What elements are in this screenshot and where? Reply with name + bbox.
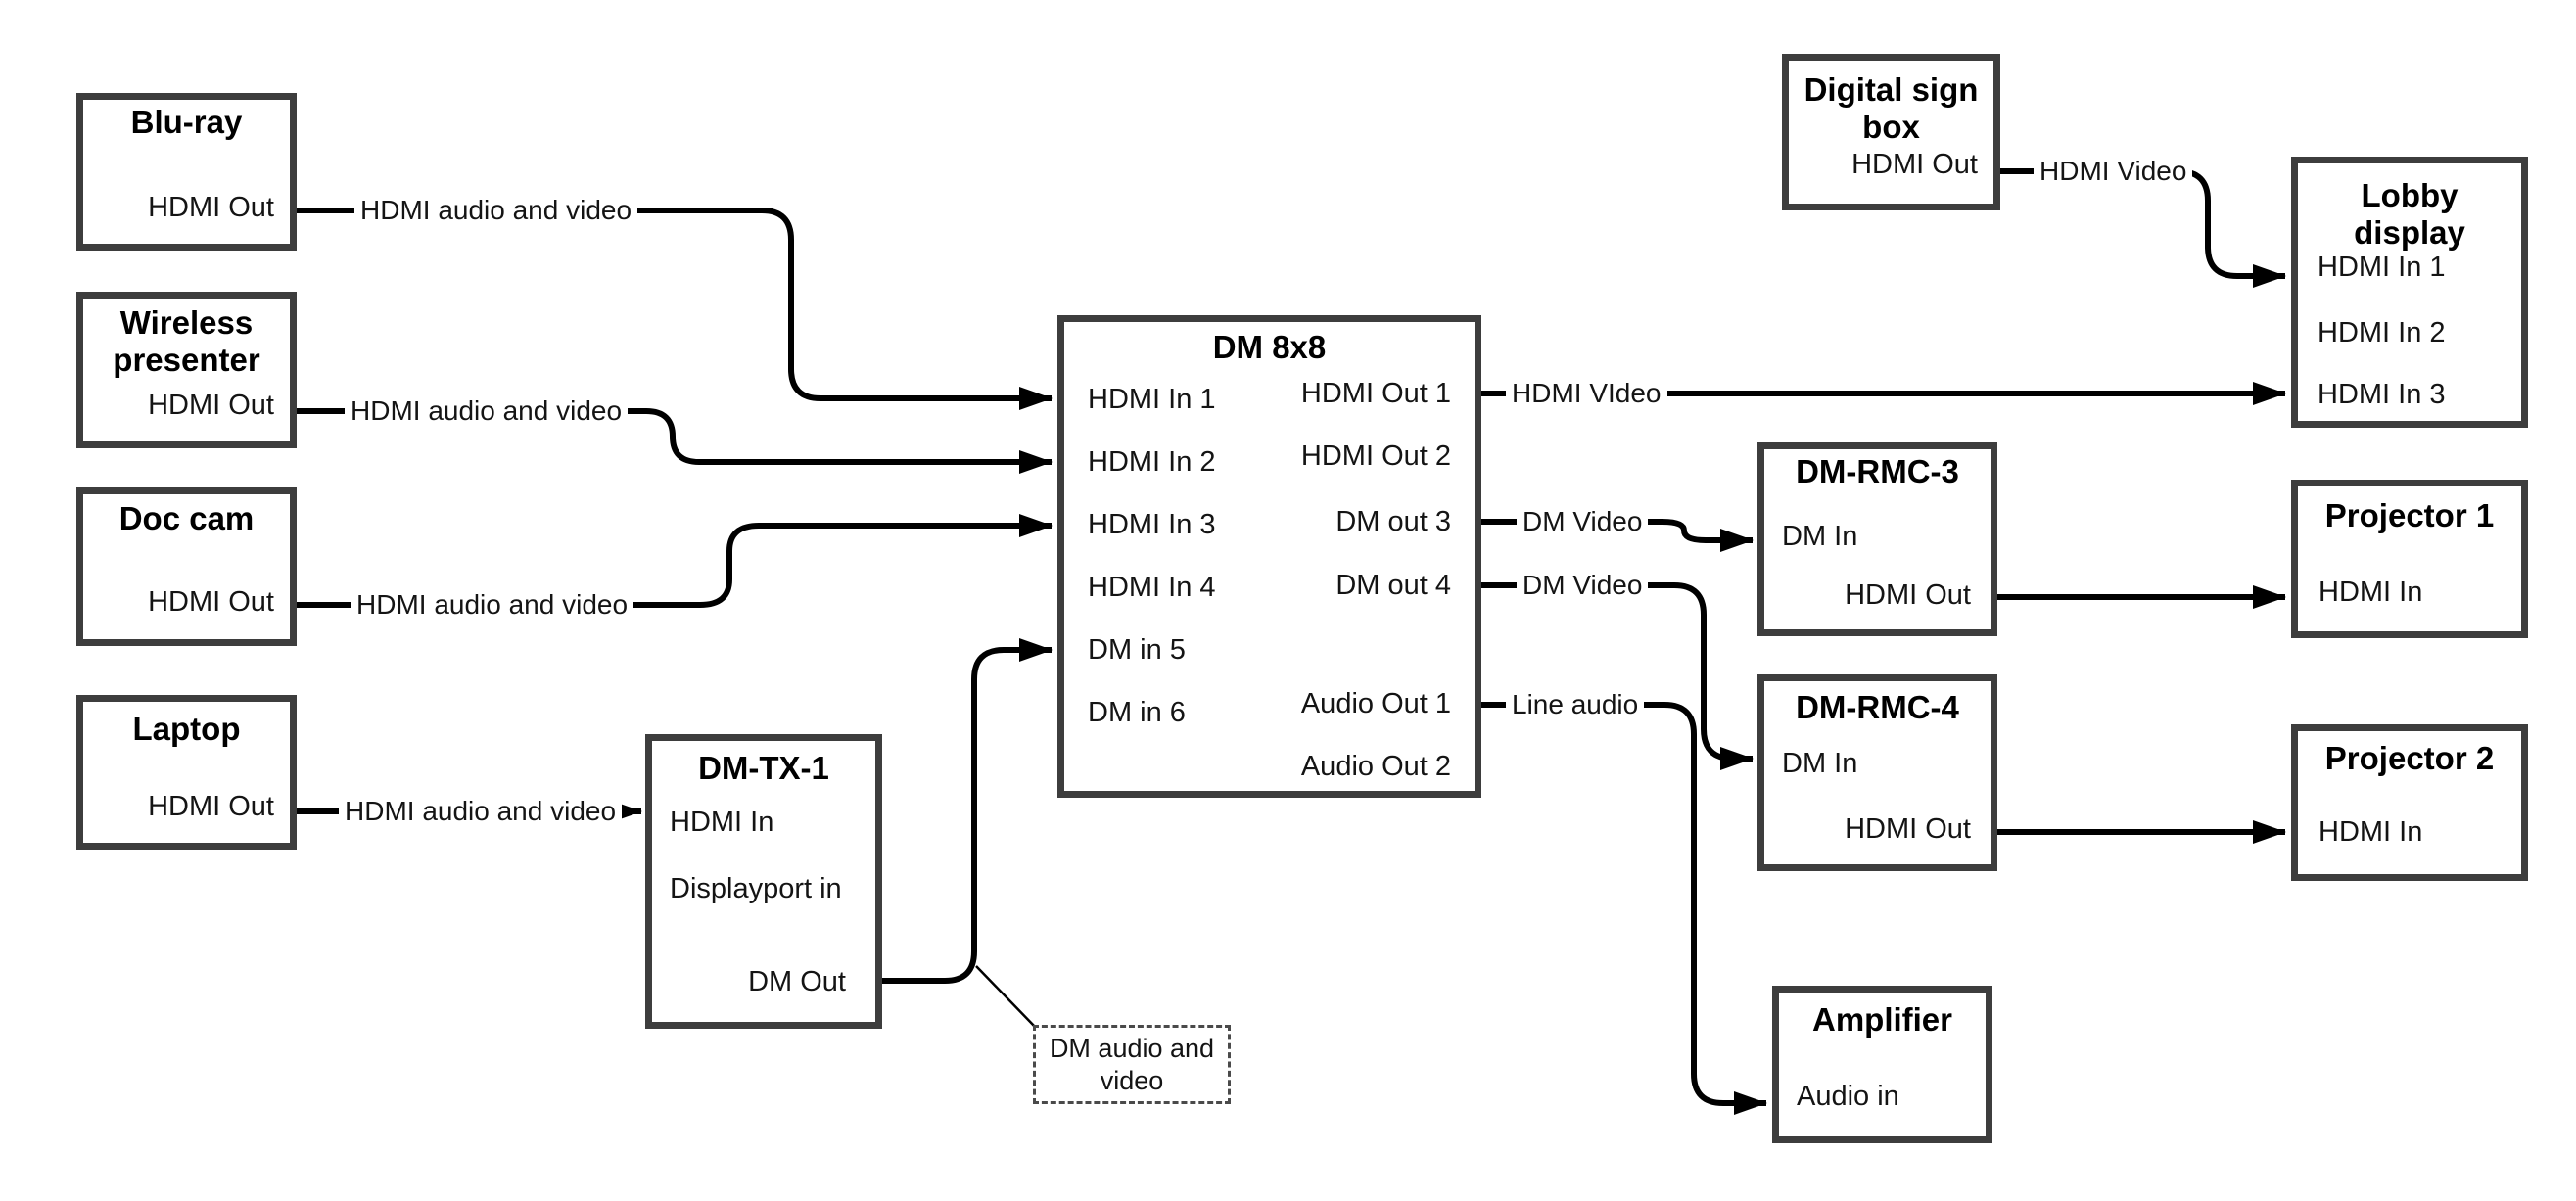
port-displayport-in: Displayport in	[670, 873, 842, 904]
node-projector-1: Projector 1 HDMI In	[2291, 480, 2528, 638]
port-audio-in: Audio in	[1797, 1081, 1899, 1112]
node-wireless-presenter: Wireless presenter HDMI Out	[76, 292, 297, 448]
node-title: Doc cam	[118, 500, 255, 536]
note-text: DM audio and video	[1049, 1033, 1215, 1095]
port-dm-out-3: DM out 3	[1335, 506, 1451, 537]
wire-bluray-to-dm8x8-in1	[297, 208, 1053, 410]
port-dm-out: DM Out	[748, 966, 846, 997]
wire-label-dm-video-out3: DM Video	[1517, 505, 1649, 538]
node-dm-8x8: DM 8x8 HDMI In 1 HDMI In 2 HDMI In 3 HDM…	[1057, 315, 1481, 798]
node-projector-2: Projector 2 HDMI In	[2291, 724, 2528, 881]
port-hdmi-in: HDMI In	[670, 807, 774, 838]
port-hdmi-in-3: HDMI In 3	[1088, 509, 1216, 540]
node-dm-tx-1: DM-TX-1 HDMI In Displayport in DM Out	[645, 734, 882, 1029]
port-hdmi-in-2: HDMI In 2	[2318, 317, 2446, 348]
port-hdmi-in: HDMI In	[2318, 577, 2423, 608]
node-lobby-display: Lobby display HDMI In 1 HDMI In 2 HDMI I…	[2291, 157, 2528, 428]
wire-label-hdmi-video-digsign: HDMI Video	[2034, 155, 2193, 188]
port-audio-out-1: Audio Out 1	[1300, 688, 1451, 719]
port-hdmi-out: HDMI Out	[1845, 813, 1971, 845]
note-dm-audio-and-video: DM audio and video	[1033, 1025, 1231, 1104]
port-hdmi-out: HDMI Out	[148, 390, 274, 421]
node-title: Amplifier	[1811, 1001, 1953, 1038]
node-dm-rmc-3: DM-RMC-3 DM In HDMI Out	[1757, 442, 1997, 636]
port-audio-out-2: Audio Out 2	[1300, 751, 1451, 782]
port-hdmi-out: HDMI Out	[1845, 579, 1971, 611]
port-dm-out-4: DM out 4	[1335, 570, 1451, 601]
node-title: Blu-ray	[130, 104, 243, 140]
node-title: DM 8x8	[1212, 329, 1327, 365]
port-dm-in: DM In	[1782, 521, 1858, 552]
port-hdmi-out: HDMI Out	[148, 586, 274, 618]
node-title: Projector 2	[2324, 740, 2495, 776]
port-hdmi-out: HDMI Out	[148, 192, 274, 223]
wire-label-bluray: HDMI audio and video	[354, 194, 638, 227]
node-title: DM-RMC-3	[1796, 453, 1959, 489]
wire-label-dm-video-out4: DM Video	[1517, 569, 1649, 602]
node-title: DM-TX-1	[698, 750, 829, 786]
node-title: Laptop	[132, 711, 241, 747]
port-hdmi-in-1: HDMI In 1	[1088, 384, 1216, 415]
wire-label-doccam: HDMI audio and video	[351, 588, 634, 622]
port-hdmi-out: HDMI Out	[148, 791, 274, 822]
port-hdmi-in: HDMI In	[2318, 816, 2423, 848]
port-hdmi-in-1: HDMI In 1	[2318, 252, 2446, 283]
node-title: Lobby display	[2354, 177, 2465, 251]
wire-dm8x8-out4-to-dmrmc4	[1481, 582, 1754, 770]
node-dm-rmc-4: DM-RMC-4 DM In HDMI Out	[1757, 674, 1997, 871]
wire-dm8x8-out3-to-dmrmc3	[1481, 519, 1754, 552]
node-digital-sign-box: Digital sign box HDMI Out	[1782, 54, 2000, 210]
wire-label-wireless: HDMI audio and video	[345, 394, 629, 428]
port-hdmi-in-2: HDMI In 2	[1088, 446, 1216, 478]
wire-wireless-to-dm8x8-in2	[297, 408, 1053, 474]
port-hdmi-out: HDMI Out	[1851, 149, 1978, 180]
port-hdmi-in-4: HDMI In 4	[1088, 572, 1216, 603]
port-hdmi-in-3: HDMI In 3	[2318, 379, 2446, 410]
wire-label-hdmi-video-out1: HDMI VIdeo	[1506, 377, 1667, 410]
node-blu-ray: Blu-ray HDMI Out	[76, 93, 297, 251]
node-title: Projector 1	[2324, 497, 2495, 533]
node-laptop: Laptop HDMI Out	[76, 695, 297, 850]
wire-dm8x8-aout1-to-amplifier	[1481, 702, 1767, 1115]
node-doc-cam: Doc cam HDMI Out	[76, 487, 297, 646]
port-dm-in-5: DM in 5	[1088, 634, 1186, 666]
wire-dmtx1-dmout-to-dm8x8-in5	[882, 638, 1053, 984]
port-dm-in-6: DM in 6	[1088, 697, 1186, 728]
wire-label-line-audio: Line audio	[1506, 688, 1645, 721]
node-title: DM-RMC-4	[1796, 689, 1959, 725]
port-dm-in: DM In	[1782, 748, 1858, 779]
port-hdmi-out-1: HDMI Out 1	[1300, 378, 1451, 409]
node-title: Digital sign box	[1803, 71, 1979, 145]
port-hdmi-out-2: HDMI Out 2	[1300, 440, 1451, 472]
node-title: Wireless presenter	[113, 304, 260, 378]
note-leader-line	[975, 965, 1037, 1029]
node-amplifier: Amplifier Audio in	[1772, 986, 1992, 1143]
wire-doccam-to-dm8x8-in3	[297, 514, 1053, 608]
wire-label-laptop: HDMI audio and video	[339, 795, 623, 828]
